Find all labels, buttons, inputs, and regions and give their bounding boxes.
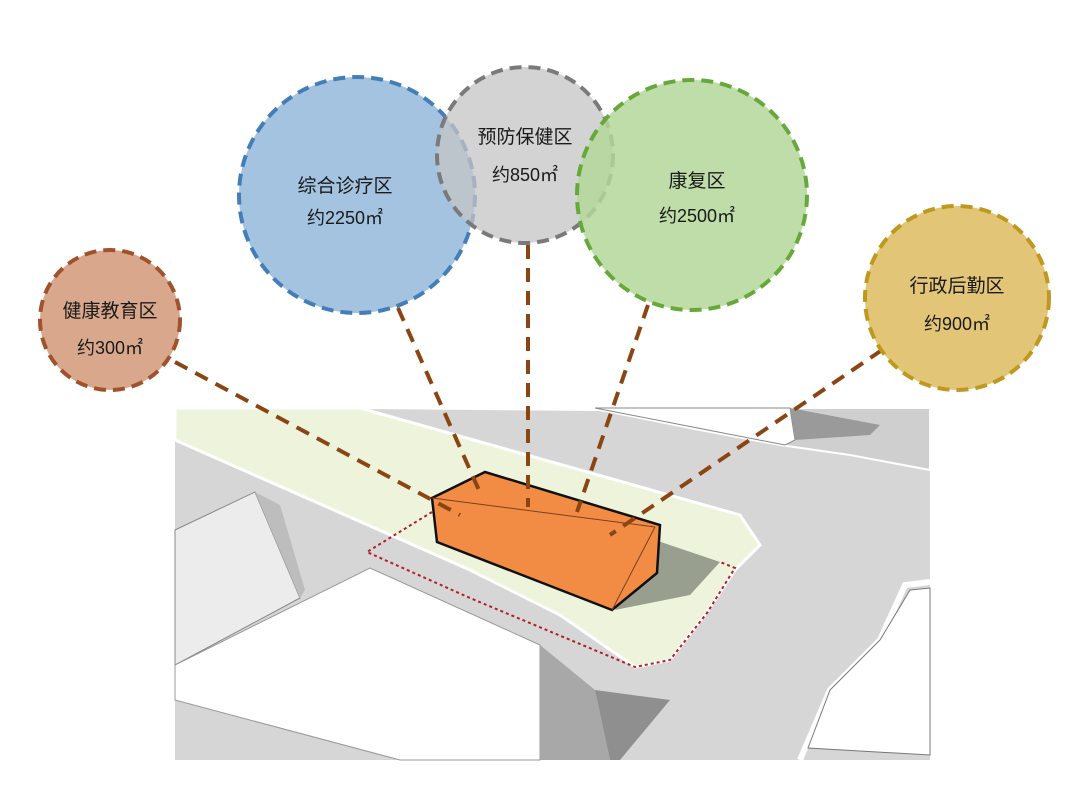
shadow-bottom <box>595 690 670 760</box>
zone-bubble-admin-logistics: 行政后勤区 约900㎡ <box>863 204 1051 392</box>
zone-name: 综合诊疗区 <box>297 175 392 197</box>
plot-right <box>807 587 931 756</box>
zone-name: 健康教育区 <box>62 300 157 322</box>
building-bottom-side <box>540 645 610 760</box>
shadow-top-right <box>790 408 880 440</box>
zone-area: 约2250㎡ <box>307 207 383 228</box>
zone-area: 约850㎡ <box>492 164 558 185</box>
zone-bubble-health-education: 健康教育区 约300㎡ <box>38 248 182 392</box>
zone-circle <box>38 248 182 392</box>
building-corner-edge <box>611 526 656 611</box>
zone-name: 预防保健区 <box>477 126 572 148</box>
zone-area: 约2500㎡ <box>659 205 735 226</box>
building-shadow <box>615 540 720 610</box>
zone-bubble-prevention: 预防保健区 约850㎡ <box>435 65 615 245</box>
zone-circle <box>863 204 1051 392</box>
zone-name: 行政后勤区 <box>909 275 1004 297</box>
leader-line-admin <box>608 348 884 537</box>
leader-line-health-education <box>174 360 461 517</box>
proposed-building <box>430 470 662 612</box>
leader-line-rehabilitation <box>575 304 650 513</box>
building-roof-edge <box>431 497 656 528</box>
zone-area: 约900㎡ <box>924 313 990 334</box>
building-left-side <box>255 492 305 598</box>
zone-circle <box>575 78 809 312</box>
site-boundary <box>364 511 737 669</box>
zone-area: 约300㎡ <box>77 337 143 358</box>
zone-bubble-general-clinic: 综合诊疗区 约2250㎡ <box>237 75 477 315</box>
zone-name: 康复区 <box>668 170 725 192</box>
zone-bubble-rehabilitation: 康复区 约2500㎡ <box>575 78 809 312</box>
leader-line-general-clinic <box>396 307 484 498</box>
